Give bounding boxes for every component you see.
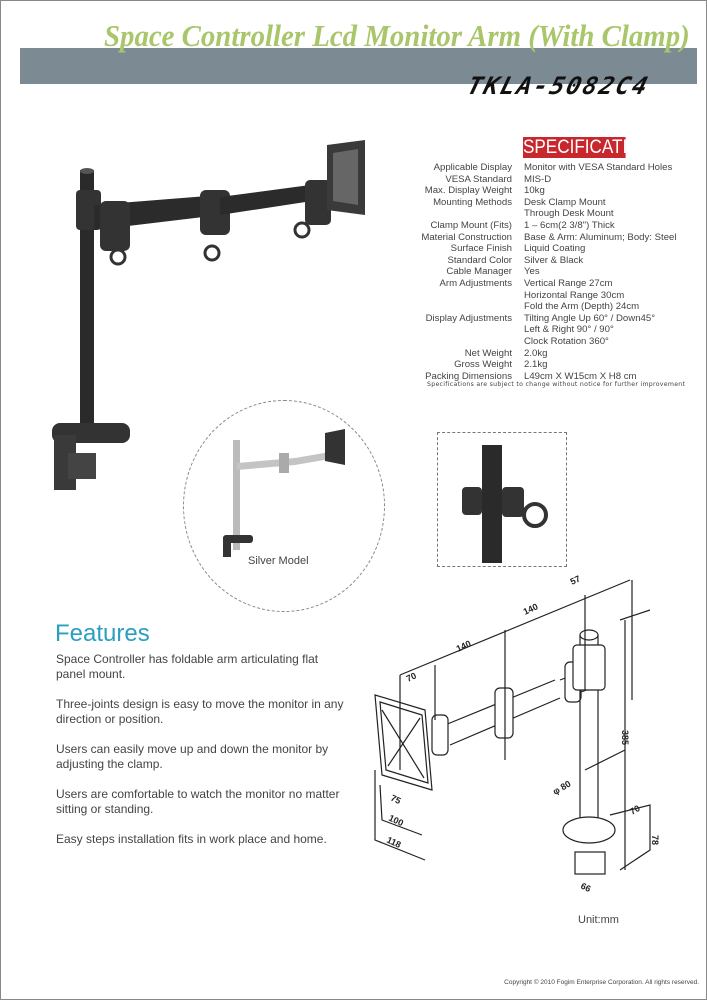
spec-row: Packing Dimensions L49cm X W15cm X H8 cm bbox=[380, 371, 705, 383]
spec-label: Display Adjustments bbox=[425, 312, 512, 324]
dim-label: 78 bbox=[650, 835, 660, 845]
spec-row: Fold the Arm (Depth) 24cm bbox=[380, 301, 705, 313]
feature-item: Three-joints design is easy to move the … bbox=[56, 697, 344, 726]
spec-value: Clock Rotation 360° bbox=[524, 335, 609, 347]
spec-value: Fold the Arm (Depth) 24cm bbox=[524, 301, 640, 313]
specification-heading: SPECIFICATION bbox=[523, 137, 653, 158]
spec-label: Packing Dimensions bbox=[425, 370, 512, 382]
spec-label: Surface Finish bbox=[450, 243, 512, 255]
spec-row: Surface Finish Liquid Coating bbox=[380, 243, 705, 255]
feature-item: Users are comfortable to watch the monit… bbox=[56, 787, 340, 816]
spec-row: Cable Manager Yes bbox=[380, 266, 705, 278]
spec-value: Yes bbox=[524, 266, 540, 278]
feature-item: Space Controller has foldable arm articu… bbox=[56, 652, 319, 681]
spec-note: Specifications are subject to change wit… bbox=[427, 381, 686, 388]
spec-label: Applicable Display bbox=[433, 162, 512, 173]
dim-label: 57 bbox=[569, 574, 582, 587]
dimension-diagram: 70 140 140 57 385 φ 80 75 100 118 70 78 … bbox=[374, 574, 660, 894]
spec-value: 10kg bbox=[524, 185, 545, 197]
spec-label: Net Weight bbox=[464, 347, 512, 359]
closeup-frame bbox=[437, 432, 567, 567]
spec-row: Net Weight 2.0kg bbox=[380, 348, 705, 360]
silver-arm-photo bbox=[223, 429, 345, 557]
spec-label: Cable Manager bbox=[446, 266, 512, 278]
spec-label: Material Construction bbox=[421, 231, 512, 243]
spec-value: Silver & Black bbox=[524, 254, 584, 266]
spec-value: 2.1kg bbox=[524, 359, 548, 371]
spec-label: Clamp Mount (Fits) bbox=[430, 219, 512, 231]
spec-label bbox=[380, 290, 524, 302]
spec-row: Clock Rotation 360° bbox=[380, 336, 705, 348]
spec-row: Material Construction Base & Arm: Aluminu… bbox=[380, 232, 705, 244]
dim-label: 118 bbox=[385, 835, 402, 850]
closeup-photo bbox=[462, 445, 548, 563]
spec-row: Clamp Mount (Fits) 1 – 6cm(2 3/8") Thick bbox=[380, 220, 705, 232]
spec-row: VESA Standard MIS-D bbox=[380, 174, 705, 186]
features-heading: Features bbox=[55, 620, 150, 647]
spec-label: Arm Adjustments bbox=[439, 277, 512, 289]
spec-value: Desk Clamp Mount bbox=[524, 196, 606, 208]
spec-value: Through Desk Mount bbox=[524, 208, 614, 220]
spec-label bbox=[380, 208, 524, 220]
spec-label: Standard Color bbox=[447, 254, 512, 266]
feature-item: Users can easily move up and down the mo… bbox=[56, 742, 329, 771]
dim-label: 140 bbox=[522, 601, 540, 616]
spec-value: Tilting Angle Up 60° / Down45° bbox=[524, 312, 656, 324]
spec-value: Base & Arm: Aluminum; Body: Steel bbox=[524, 231, 677, 243]
spec-value: Horizontal Range 30cm bbox=[524, 289, 625, 301]
copyright: Copyright © 2010 Fogim Enterprise Corpor… bbox=[504, 979, 699, 986]
header-bar bbox=[20, 48, 697, 84]
feature-item: Easy steps installation fits in work pla… bbox=[56, 832, 327, 846]
dim-label: 140 bbox=[455, 638, 473, 653]
dim-label: 66 bbox=[579, 881, 592, 894]
spec-value: Liquid Coating bbox=[524, 243, 586, 255]
spec-label: Mounting Methods bbox=[433, 196, 512, 208]
dim-label: 385 bbox=[620, 730, 630, 745]
spec-row: Max. Display Weight 10kg bbox=[380, 185, 705, 197]
spec-value: Left & Right 90° / 90° bbox=[524, 324, 614, 336]
spec-row: Horizontal Range 30cm bbox=[380, 290, 705, 302]
spec-label bbox=[380, 336, 524, 348]
spec-row: Display Adjustments Tilting Angle Up 60° … bbox=[380, 313, 705, 325]
spec-label bbox=[380, 324, 524, 336]
spec-label bbox=[380, 301, 524, 313]
spec-table: Applicable Display Monitor with VESA Stan… bbox=[380, 162, 705, 382]
silver-model-label: Silver Model bbox=[248, 555, 309, 567]
silver-model-frame bbox=[183, 400, 385, 612]
spec-row: Mounting Methods Desk Clamp Mount bbox=[380, 197, 705, 209]
dim-label: 70 bbox=[628, 803, 642, 817]
spec-row: Arm Adjustments Vertical Range 27cm bbox=[380, 278, 705, 290]
dim-label: 75 bbox=[389, 793, 402, 806]
unit-label: Unit:mm bbox=[578, 914, 619, 926]
spec-value: MIS-D bbox=[524, 173, 552, 185]
spec-value: L49cm X W15cm X H8 cm bbox=[524, 370, 637, 382]
spec-row: Left & Right 90° / 90° bbox=[380, 324, 705, 336]
model-number: TKLA-5082C4 bbox=[464, 72, 653, 100]
dim-label: 100 bbox=[387, 813, 405, 828]
spec-value: Monitor with VESA Standard Holes bbox=[524, 162, 673, 173]
spec-label: Max. Display Weight bbox=[424, 185, 512, 197]
black-arm-photo bbox=[52, 140, 365, 490]
spec-label: Gross Weight bbox=[454, 359, 512, 371]
spec-row: Standard Color Silver & Black bbox=[380, 255, 705, 267]
dim-label: φ 80 bbox=[551, 779, 572, 797]
product-title: Space Controller Lcd Monitor Arm (With C… bbox=[104, 18, 690, 53]
spec-row: Applicable Display Monitor with VESA Stan… bbox=[380, 162, 705, 174]
features-list: Space Controller has foldable arm articu… bbox=[56, 652, 346, 862]
spec-label: VESA Standard bbox=[445, 173, 512, 185]
dim-label: 70 bbox=[405, 671, 418, 684]
spec-row: Through Desk Mount bbox=[380, 208, 705, 220]
spec-value: 1 – 6cm(2 3/8") Thick bbox=[524, 219, 615, 231]
spec-row: Gross Weight 2.1kg bbox=[380, 359, 705, 371]
spec-value: 2.0kg bbox=[524, 347, 548, 359]
spec-value: Vertical Range 27cm bbox=[524, 277, 613, 289]
